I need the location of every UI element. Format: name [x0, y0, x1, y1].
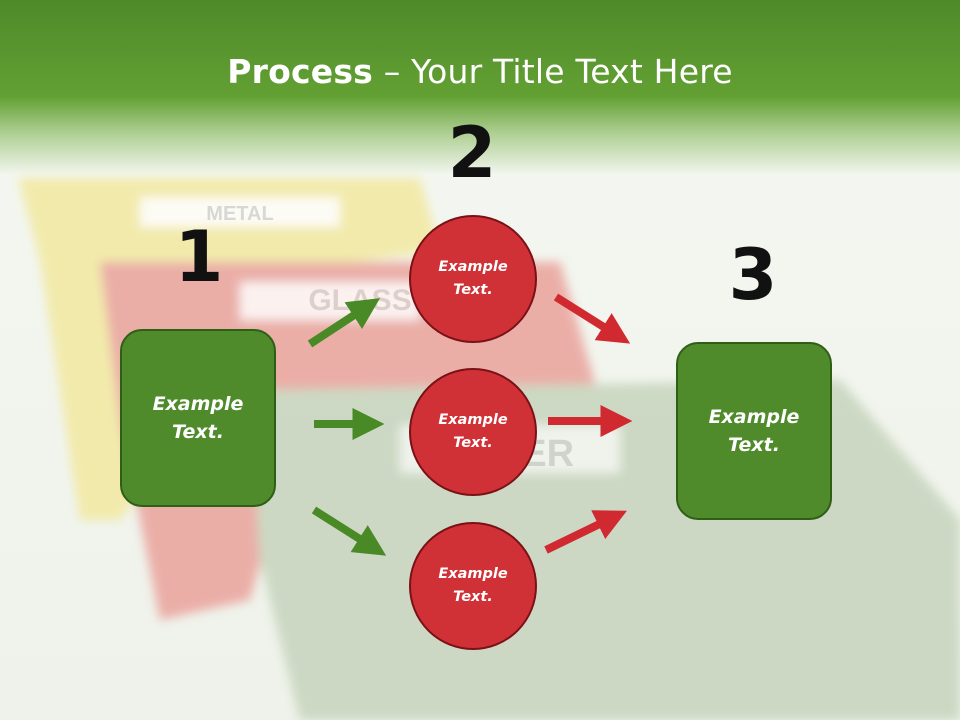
step-1-text: Example Text. [152, 392, 244, 444]
header-band [0, 0, 960, 175]
arrow-red-up [544, 510, 627, 554]
step-3-number: 3 [728, 234, 778, 316]
arrow-green-down [311, 506, 387, 556]
step-3-box: Example Text. [676, 342, 832, 520]
step-2-circle-bottom: Example Text. [409, 522, 537, 650]
step-2-number: 2 [447, 112, 497, 194]
arrow-red-down [553, 293, 631, 344]
slide-title: Process – Your Title Text Here [0, 52, 960, 91]
step-1-number: 1 [174, 216, 224, 298]
background-label-metal: METAL [206, 203, 273, 225]
step-2-circle-middle: Example Text. [409, 368, 537, 496]
step-2-circle-top-text: Example Text. [438, 258, 508, 298]
step-2-circle-top: Example Text. [409, 215, 537, 343]
step-3-text: Example Text. [708, 405, 800, 457]
step-1-box: Example Text. [120, 329, 276, 507]
title-bold: Process [227, 52, 374, 91]
step-2-circle-bottom-text: Example Text. [438, 565, 508, 605]
step-2-circle-middle-text: Example Text. [438, 411, 508, 451]
arrow-green-up [307, 298, 381, 348]
title-rest: – Your Title Text Here [373, 52, 733, 91]
